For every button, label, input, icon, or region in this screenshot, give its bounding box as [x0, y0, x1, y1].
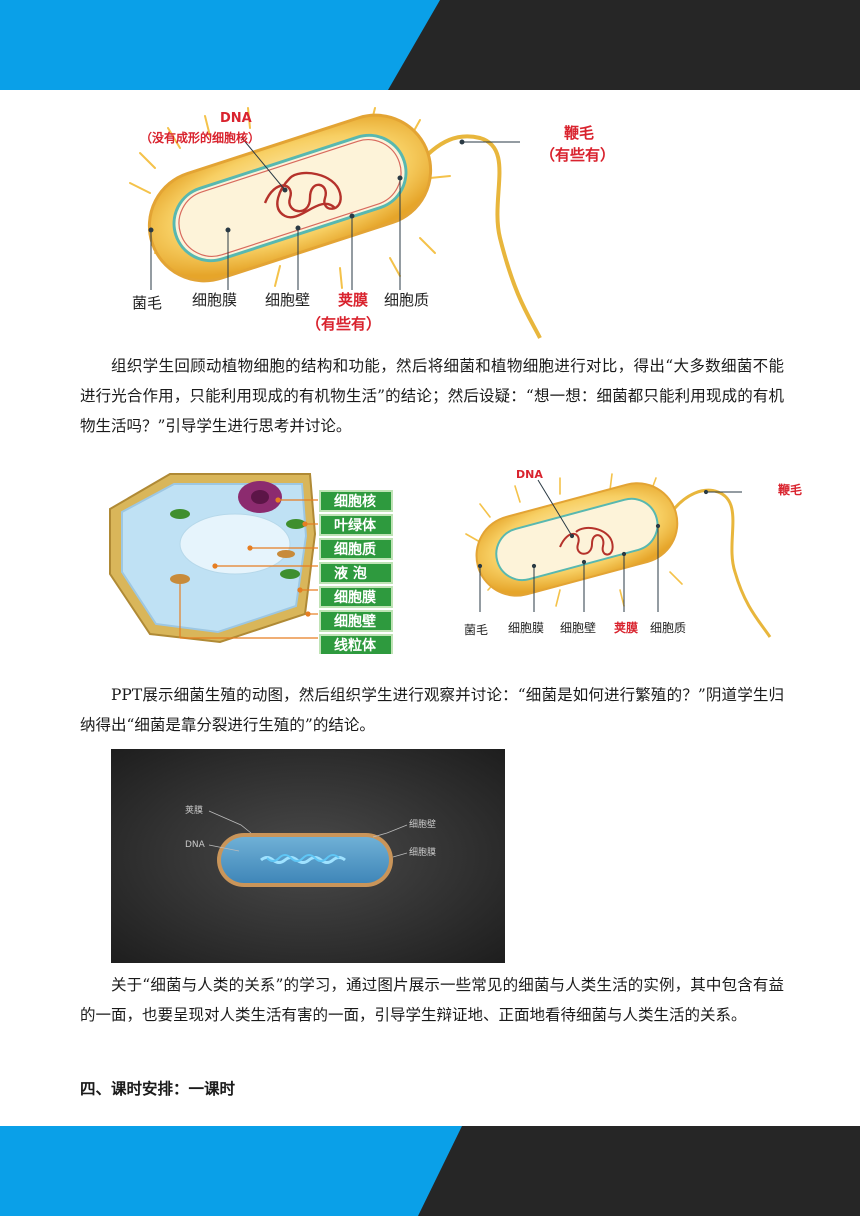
- cytoplasm-label: 细胞质: [384, 291, 429, 309]
- plant-cell-diagram: 细胞核 叶绿体 细胞质 液 泡 细胞膜 细胞壁 线粒体: [100, 464, 400, 656]
- footer-band: [0, 1126, 860, 1216]
- paragraph-2: PPT展示细菌生殖的动图，然后组织学生进行观察并讨论：“细菌是如何进行繁殖的？”…: [80, 686, 784, 734]
- chloroplast-label: 叶绿体: [334, 517, 377, 534]
- flagellum-note: （有些有）: [540, 146, 615, 164]
- cytoplasm-label: 细胞质: [334, 541, 376, 558]
- pili-label: 菌毛: [464, 623, 488, 637]
- vacuole-label: 液 泡: [334, 565, 367, 582]
- nucleus-label: 细胞核: [334, 493, 376, 510]
- dna-label: DNA: [185, 840, 206, 850]
- cell-membrane-label: 细胞膜: [192, 291, 237, 309]
- pili-label: 菌毛: [132, 294, 162, 312]
- cell-wall-label: 细胞壁: [334, 613, 376, 630]
- bacteria-division-frame: 荚膜 DNA 细胞壁 细胞膜: [111, 749, 505, 963]
- dna-label: DNA: [220, 111, 252, 126]
- capsule-label: 荚膜: [614, 620, 638, 635]
- capsule-label: 荚膜: [338, 291, 368, 309]
- dna-note: （没有成形的细胞核）: [140, 130, 260, 145]
- cell-membrane-label: 细胞膜: [508, 621, 544, 635]
- paragraph-1: 组织学生回顾动植物细胞的结构和功能，然后将细菌和植物细胞进行对比，得出“大多数细…: [80, 357, 784, 435]
- paragraph-3: 关于“细菌与人类的关系”的学习，通过图片展示一些常见的细菌与人类生活的实例，其中…: [80, 976, 784, 1024]
- cell-wall-label: 细胞壁: [560, 620, 596, 635]
- capsule-label: 荚膜: [185, 804, 203, 816]
- flagellum-label: 鞭毛: [778, 482, 802, 497]
- small-bacterium-diagram: DNA 鞭毛 菌毛 细胞膜 细胞壁 荚膜 细胞质: [460, 462, 820, 642]
- section-heading: 四、课时安排：一课时: [80, 1080, 236, 1098]
- capsule-note: （有些有）: [306, 315, 381, 333]
- cell-membrane-label: 细胞膜: [409, 846, 436, 858]
- cell-wall-label: 细胞壁: [265, 291, 310, 309]
- cytoplasm-label: 细胞质: [650, 621, 686, 635]
- bacterium-diagram: DNA （没有成形的细胞核） 鞭毛 （有些有） 菌毛 细胞膜 细胞壁 荚膜 细胞…: [120, 98, 680, 348]
- dna-label: DNA: [516, 468, 543, 481]
- header-band: [0, 0, 860, 90]
- cell-wall-label: 细胞壁: [409, 818, 436, 830]
- mitochondria-label: 线粒体: [334, 637, 377, 654]
- cell-membrane-label: 细胞膜: [334, 589, 376, 606]
- flagellum-label: 鞭毛: [564, 124, 594, 142]
